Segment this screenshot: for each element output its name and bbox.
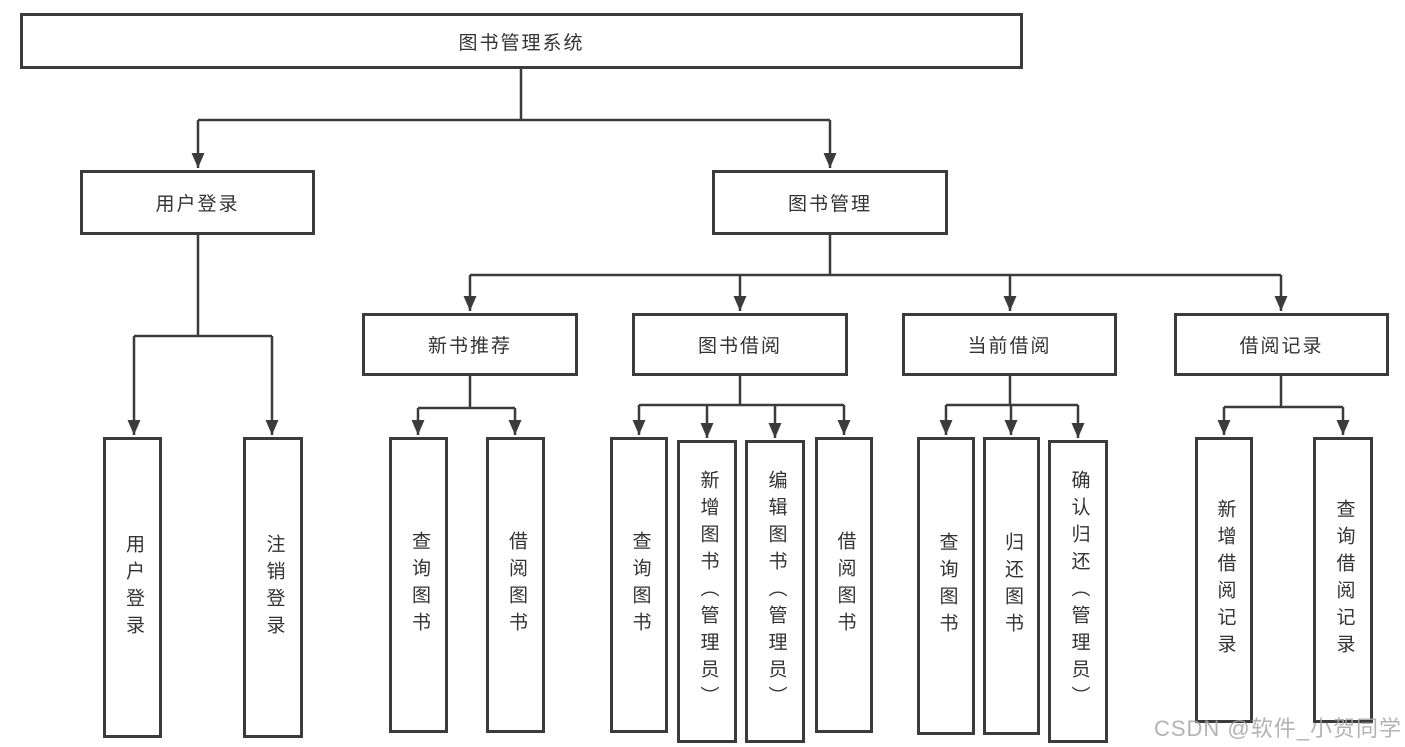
leaf-user-login-label: 用户登录 (122, 533, 144, 642)
leaf-newrec-borrow-books-label: 借阅图书 (505, 531, 527, 639)
node-current-borrow-label: 当前借阅 (967, 336, 1052, 357)
leaf-borrow-books-label: 借阅图书 (834, 531, 856, 639)
leaf-logout-label: 注销登录 (263, 533, 285, 642)
leaf-edit-books-admin-label: 编辑图书（管理员） (765, 470, 787, 713)
connector-user-login-subtree (127, 235, 279, 435)
leaf-query-borrow-record: 查询借阅记录 (1313, 437, 1373, 723)
leaf-edit-books-admin: 编辑图书（管理员） (745, 440, 805, 743)
node-user-login: 用户登录 (80, 170, 315, 235)
node-root: 图书管理系统 (20, 13, 1023, 69)
leaf-borrow-query-books-label: 查询图书 (629, 531, 651, 639)
connector-book-mgmt-to-modules (463, 235, 1288, 311)
leaf-add-borrow-record-label: 新增借阅记录 (1214, 499, 1236, 661)
leaf-confirm-return-admin: 确认归还（管理员） (1048, 440, 1108, 743)
node-borrow-record-label: 借阅记录 (1239, 336, 1324, 357)
node-book-borrow: 图书借阅 (632, 313, 848, 376)
node-new-book-rec: 新书推荐 (362, 313, 578, 376)
node-root-label: 图书管理系统 (458, 32, 585, 54)
leaf-current-query-books: 查询图书 (917, 437, 975, 735)
leaf-newrec-query-books: 查询图书 (389, 437, 448, 733)
leaf-newrec-borrow-books: 借阅图书 (486, 437, 545, 733)
node-book-mgmt: 图书管理 (712, 170, 948, 235)
leaf-logout: 注销登录 (243, 437, 303, 738)
node-user-login-label: 用户登录 (155, 194, 240, 215)
connector-root-to-branches (191, 69, 837, 168)
connector-book-borrow-subtree (632, 376, 851, 438)
leaf-borrow-books: 借阅图书 (815, 437, 873, 733)
node-current-borrow: 当前借阅 (902, 313, 1117, 376)
leaf-confirm-return-admin-label: 确认归还（管理员） (1068, 470, 1090, 713)
leaf-return-books: 归还图书 (983, 437, 1040, 735)
leaf-newrec-query-books-label: 查询图书 (408, 531, 430, 639)
node-book-mgmt-label: 图书管理 (787, 194, 872, 215)
leaf-return-books-label: 归还图书 (1001, 532, 1023, 640)
node-new-book-rec-label: 新书推荐 (427, 336, 512, 357)
connector-borrow-record-subtree (1217, 376, 1350, 435)
connector-current-borrow-subtree (939, 376, 1085, 438)
leaf-add-books-admin-label: 新增图书（管理员） (697, 470, 719, 713)
node-book-borrow-label: 图书借阅 (697, 336, 782, 357)
node-borrow-record: 借阅记录 (1174, 313, 1389, 376)
leaf-user-login: 用户登录 (103, 437, 162, 738)
connector-new-book-rec-subtree (411, 376, 522, 435)
leaf-query-borrow-record-label: 查询借阅记录 (1333, 499, 1355, 661)
leaf-add-borrow-record: 新增借阅记录 (1195, 437, 1253, 723)
leaf-current-query-books-label: 查询图书 (936, 532, 958, 640)
leaf-borrow-query-books: 查询图书 (610, 437, 668, 733)
leaf-add-books-admin: 新增图书（管理员） (677, 440, 737, 743)
csdn-watermark: CSDN @软件_小贺同学 (1153, 716, 1402, 741)
